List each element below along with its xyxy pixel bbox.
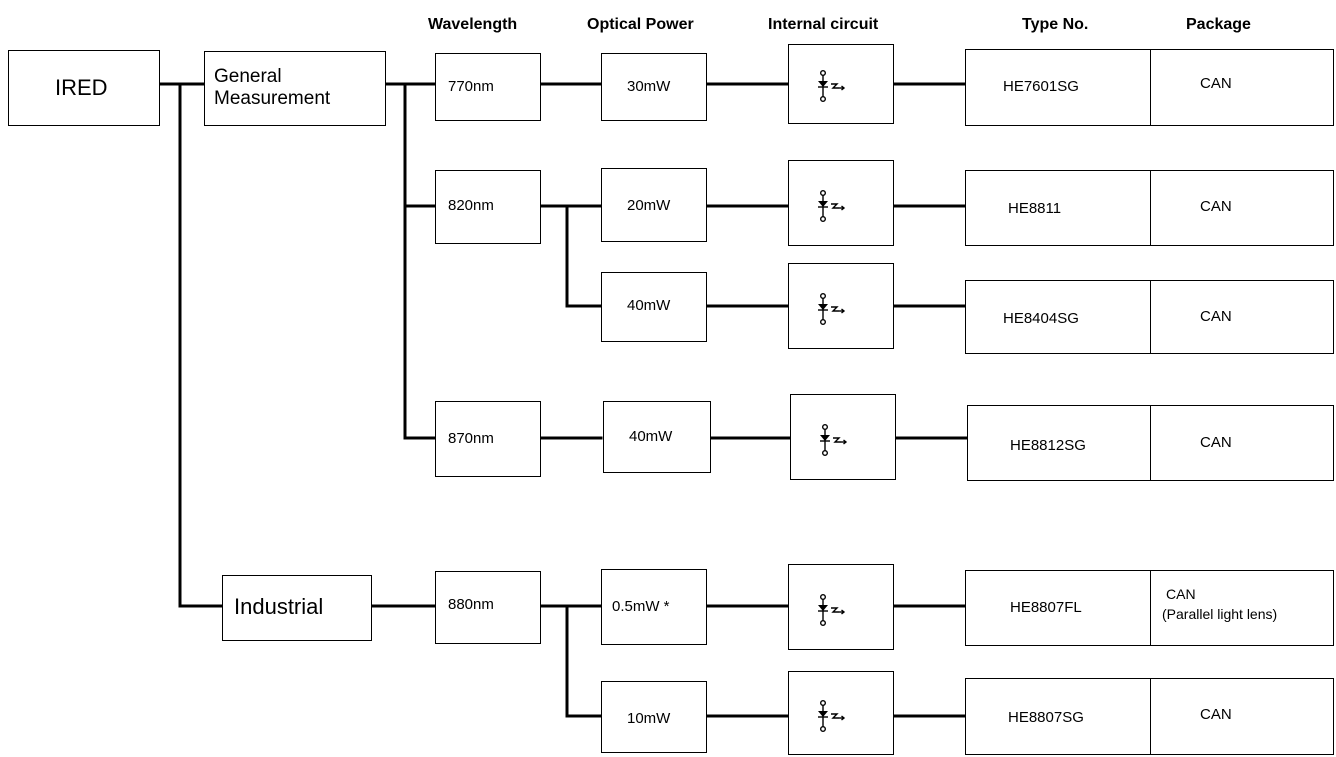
laser-diode-icon [818, 594, 846, 626]
laser-diode-icon [820, 424, 848, 456]
row-divider [1150, 50, 1151, 125]
row-divider [1150, 281, 1151, 353]
product-row: HE8807SG CAN [965, 678, 1334, 755]
laser-diode-icon [818, 700, 846, 732]
package: CAN [1200, 434, 1232, 451]
type-no: HE8807FL [1010, 599, 1082, 616]
product-row: HE8404SG CAN [965, 280, 1334, 354]
wavelength-label: 880nm [448, 596, 494, 613]
laser-diode-icon [818, 293, 846, 325]
wavelength-label: 770nm [448, 78, 494, 95]
optical-power-value: 10mW [627, 710, 671, 727]
wavelength-box: 880nm [435, 571, 541, 644]
package: CAN [1200, 706, 1232, 723]
wavelength-label: 870nm [448, 430, 494, 447]
product-row: HE8807FL CAN (Parallel light lens) [965, 570, 1334, 646]
optical-power-value: 40mW [629, 428, 673, 445]
row-divider [1150, 571, 1151, 645]
internal-circuit-box [788, 564, 894, 650]
internal-circuit-box [788, 44, 894, 124]
row-divider [1150, 406, 1151, 480]
header-package: Package [1186, 16, 1251, 33]
optical-power-box: 20mW [601, 168, 707, 242]
header-wavelength: Wavelength [428, 16, 518, 33]
wavelength-box: 820nm [435, 170, 541, 244]
category-general-line2: Measurement [214, 88, 331, 109]
optical-power-value: 40mW [627, 297, 671, 314]
optical-power-value: 30mW [627, 78, 671, 95]
root-label: IRED [55, 75, 108, 100]
root-box: IRED [8, 50, 160, 126]
header-type-no: Type No. [1022, 16, 1089, 33]
optical-power-box: 40mW [603, 401, 711, 473]
wavelength-box: 870nm [435, 401, 541, 477]
optical-power-box: 10mW [601, 681, 707, 753]
category-general-line1: General [214, 66, 282, 87]
wavelength-box: 770nm [435, 53, 541, 121]
type-no: HE8404SG [1003, 310, 1079, 327]
category-industrial-label: Industrial [234, 594, 324, 619]
type-no: HE7601SG [1003, 78, 1079, 95]
internal-circuit-box [788, 160, 894, 246]
package: CAN [1200, 308, 1232, 325]
optical-power-box: 30mW [601, 53, 707, 121]
internal-circuit-box [788, 671, 894, 755]
wavelength-label: 820nm [448, 197, 494, 214]
laser-diode-icon [818, 70, 846, 102]
product-row: HE7601SG CAN [965, 49, 1334, 126]
optical-power-value: 0.5mW * [612, 598, 670, 615]
internal-circuit-box [790, 394, 896, 480]
product-row: HE8812SG CAN [967, 405, 1334, 481]
optical-power-box: 0.5mW * [601, 569, 707, 645]
package: CAN [1200, 198, 1232, 215]
header-internal-circuit: Internal circuit [768, 16, 879, 33]
optical-power-value: 20mW [627, 197, 671, 214]
type-no: HE8812SG [1010, 437, 1086, 454]
category-industrial: Industrial [222, 575, 372, 641]
header-optical-power: Optical Power [587, 16, 694, 33]
type-no: HE8811 [1008, 200, 1062, 217]
product-row: HE8811 CAN [965, 170, 1334, 246]
category-general-measurement: General Measurement [204, 51, 386, 126]
laser-diode-icon [818, 190, 846, 222]
package: CAN [1200, 75, 1232, 92]
row-divider [1150, 171, 1151, 245]
package-note: (Parallel light lens) [1162, 606, 1278, 622]
row-divider [1150, 679, 1151, 754]
optical-power-box: 40mW [601, 272, 707, 342]
internal-circuit-box [788, 263, 894, 349]
type-no: HE8807SG [1008, 709, 1084, 726]
package: CAN [1166, 586, 1196, 602]
